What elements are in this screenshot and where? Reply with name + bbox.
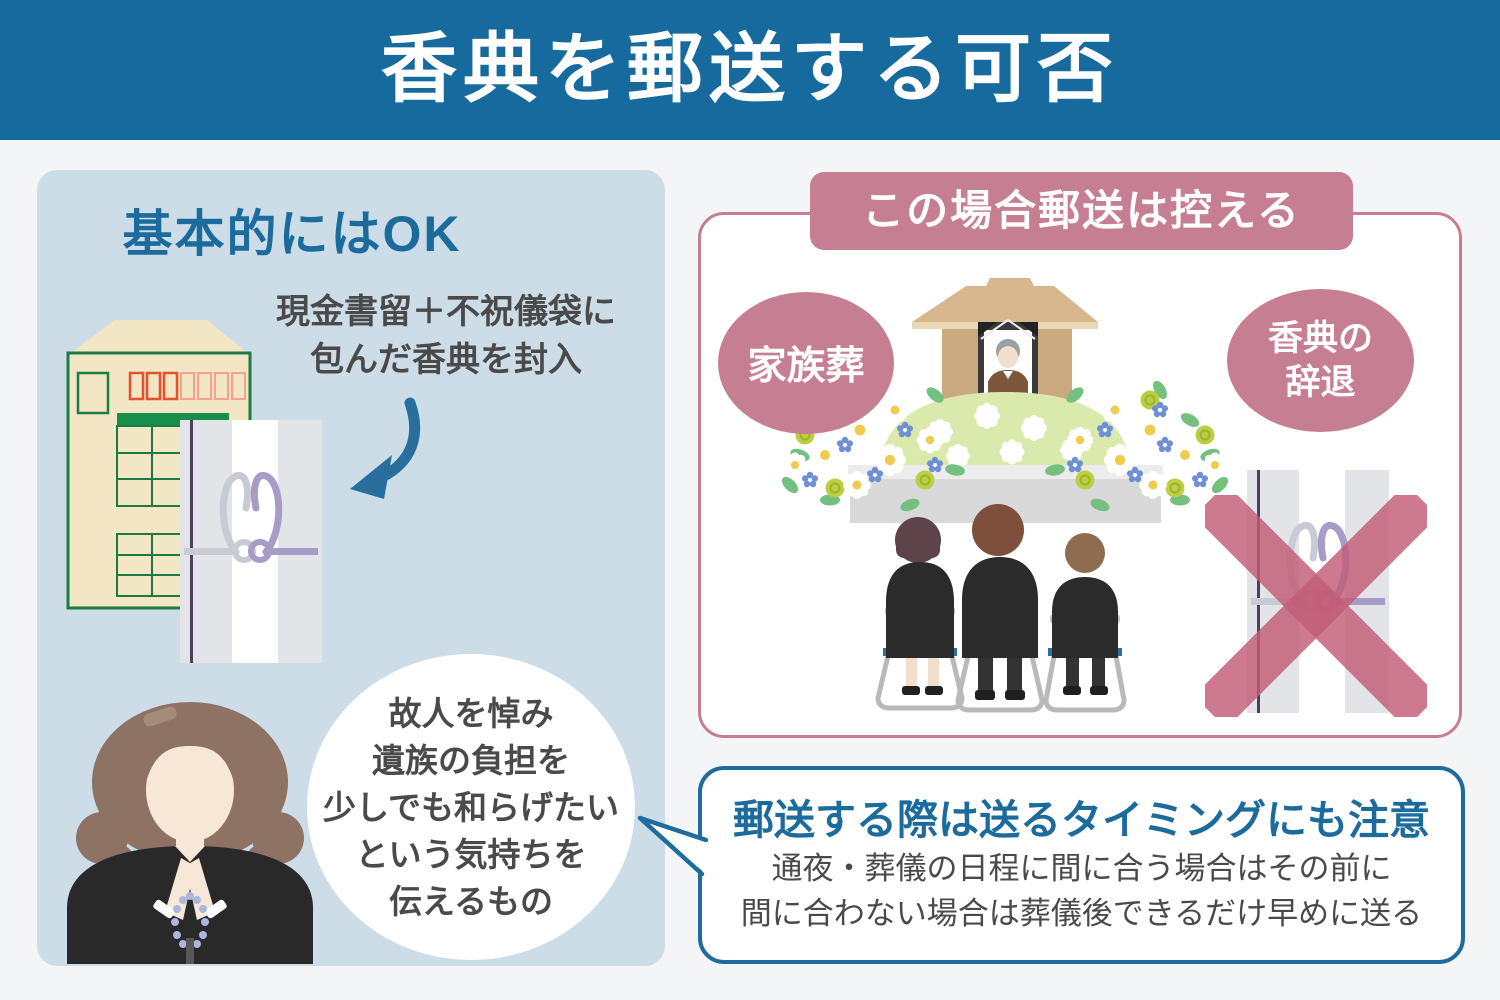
page-title: 香典を郵送する可否 — [381, 27, 1119, 112]
timing-note-line1: 通夜・葬儀の日程に間に合う場合はその前に — [771, 851, 1392, 886]
header: 香典を郵送する可否 — [0, 0, 1500, 140]
timing-note-title: 郵送する際は送るタイミングにも注意 — [733, 797, 1430, 843]
speech-bubble-tail — [637, 815, 709, 877]
x-mark-icon — [1205, 495, 1427, 717]
avoid-banner: この場合郵送は控える — [810, 172, 1353, 250]
description-line1: 現金書留＋不祝儀袋に — [276, 293, 616, 331]
bubble-line: 少しでも和らげたい — [322, 788, 619, 826]
registered-mail-envelope-illustration — [66, 320, 252, 610]
timing-note-box — [698, 766, 1465, 964]
description-line2: 包んだ香典を封入 — [310, 341, 582, 379]
condolence-envelope-illustration — [180, 420, 322, 663]
arrow-down-left-icon — [350, 397, 421, 499]
case-koden-declined: 香典の 辞退 — [1227, 289, 1414, 432]
timing-note-line2: 間に合わない場合は葬儀後できるだけ早めに送る — [740, 896, 1423, 931]
bubble-line: 伝えるもの — [388, 882, 553, 920]
timing-note-body: 通夜・葬儀の日程に間に合う場合はその前に 間に合わない場合は葬儀後できるだけ早め… — [698, 846, 1465, 936]
left-panel-description: 現金書留＋不祝儀袋に 包んだ香典を封入 — [226, 288, 666, 384]
mourning-woman-illustration — [67, 702, 313, 964]
message-bubble: 故人を悼み 遺族の負担を 少しでも和らげたい という気持ちを 伝えるもの — [307, 654, 635, 960]
funeral-altar-illustration — [779, 278, 1231, 713]
bubble-line: 遺族の負担を — [372, 741, 570, 779]
case-family-funeral: 家族葬 — [718, 292, 894, 434]
bubble-line: という気持ちを — [355, 835, 587, 873]
left-panel-heading: 基本的にはOK — [122, 206, 462, 262]
attendees-illustration — [875, 504, 1127, 713]
bubble-line: 故人を悼み — [388, 694, 554, 732]
